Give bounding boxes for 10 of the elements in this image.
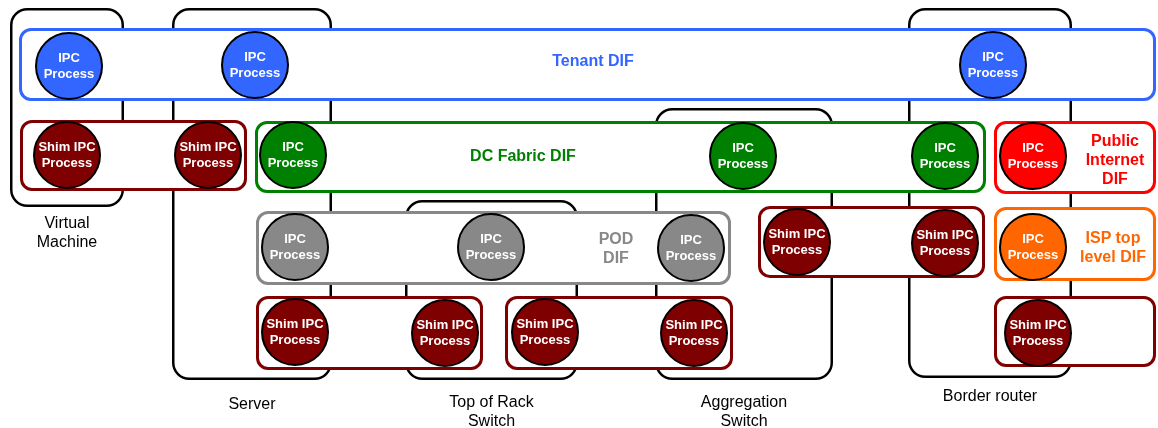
device-label: Border router: [942, 386, 1038, 406]
layer-label: DC Fabric DIF: [469, 146, 577, 166]
device-label: Aggregation Switch: [699, 392, 789, 428]
device-label: Server: [227, 394, 277, 414]
layer-label: ISP top level DIF: [1079, 227, 1147, 267]
device-label: Virtual Machine: [35, 213, 99, 252]
layer-label: Tenant DIF: [551, 51, 635, 71]
device-label: Top of Rack Switch: [448, 392, 535, 428]
layer-label: Public Internet DIF: [1084, 131, 1146, 189]
layer-label: POD DIF: [597, 228, 635, 268]
